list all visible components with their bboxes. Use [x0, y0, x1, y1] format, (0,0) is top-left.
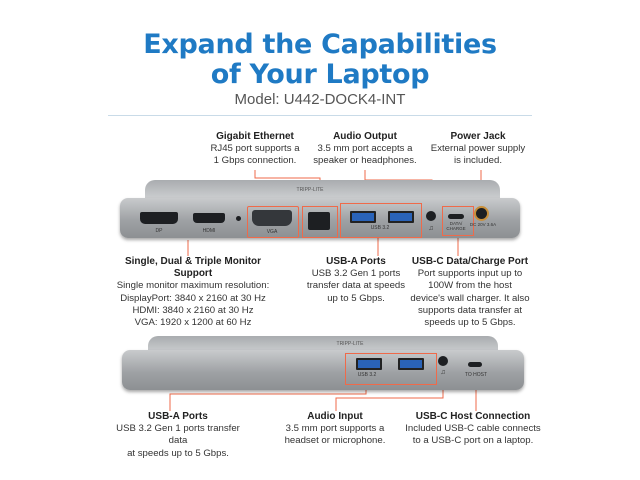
callout-title: USB-C Data/Charge Port: [411, 256, 529, 267]
hdmi-port: [193, 213, 225, 223]
callout-line: is included.: [454, 155, 502, 167]
callout-title: USB-C Host Connection: [415, 411, 531, 422]
audio-output-jack: [426, 211, 436, 221]
callout-monitor-support: Single, Dual & Triple Monitor Support Si…: [108, 256, 278, 329]
front-usba-port-1: [356, 358, 382, 370]
dock-top-surface: [145, 180, 500, 200]
callout-line: device's wall charger. It also: [410, 292, 530, 304]
displayport-port: [140, 212, 178, 224]
callout-line: speaker or headphones.: [313, 155, 417, 167]
usba-port-1: [350, 211, 376, 223]
usbc-highlight: [442, 206, 474, 236]
callout-title: USB-A Ports: [148, 411, 208, 422]
usba-port-2: [388, 211, 414, 223]
callout-line: to a USB-C port on a laptop.: [412, 435, 534, 447]
audio-input-jack: [438, 356, 448, 366]
dock-front-top-surface: [148, 336, 498, 354]
callout-line: DisplayPort: 3840 x 2160 at 30 Hz: [120, 292, 266, 304]
callout-gigabit-ethernet: Gigabit Ethernet RJ45 port supports a 1 …: [200, 131, 310, 168]
port-label-dc: DC 20V 3.6A: [469, 222, 497, 227]
model-number: Model: U442-DOCK4-INT: [234, 91, 406, 108]
front-usba-highlight: [345, 353, 437, 385]
port-label-data-charge: DATA/ CHARGE: [446, 221, 466, 231]
callout-line: headset or microphone.: [284, 435, 386, 447]
callout-line: speeds up to 5 Gbps.: [424, 317, 516, 329]
callout-line: 100W from the host: [428, 280, 512, 292]
callout-line: USB 3.2 Gen 1 ports transfer data: [116, 423, 240, 447]
monitor-ports-highlight: [247, 206, 299, 238]
callout-audio-output: Audio Output 3.5 mm port accepts a speak…: [305, 131, 425, 168]
dock-front-panel: [122, 350, 524, 390]
port-label-dp: DP: [155, 228, 163, 234]
headline-line-1: Expand the Capabilities: [143, 29, 497, 60]
callout-usbc-data-charge: USB-C Data/Charge Port Port supports inp…: [400, 256, 540, 329]
callout-line: VGA: 1920 x 1200 at 60 Hz: [134, 317, 252, 329]
callout-title: Audio Input: [307, 411, 363, 422]
front-port-label-usb32: USB 3.2: [357, 372, 377, 378]
callout-usbc-host: USB-C Host Connection Included USB-C cab…: [398, 411, 548, 448]
callout-power-jack: Power Jack External power supply is incl…: [418, 131, 538, 168]
callout-line: supports data transfer at: [418, 304, 522, 316]
callout-title: Audio Output: [333, 131, 397, 142]
callout-line: 1 Gbps connection.: [213, 155, 297, 167]
callout-title: Single, Dual & Triple Monitor Support: [124, 256, 262, 280]
callout-line: RJ45 port supports a: [210, 143, 300, 155]
usba-highlight: [340, 203, 422, 238]
brand-logo-front: TRIPP-LITE: [336, 341, 364, 347]
callout-line: External power supply: [430, 143, 526, 155]
callout-line: transfer data at speeds: [306, 280, 406, 292]
callout-title: Gigabit Ethernet: [216, 131, 294, 142]
callout-line: at speeds up to 5 Gbps.: [127, 447, 229, 459]
usbc-host-port: [468, 362, 482, 367]
headline-line-2: of Your Laptop: [210, 59, 430, 90]
callout-usba-ports-rear: USB-A Ports USB 3.2 Gen 1 ports transfer…: [296, 256, 416, 305]
callout-line: Port supports input up to: [417, 268, 523, 280]
callout-title: Power Jack: [450, 131, 506, 142]
screw-hole: [236, 216, 241, 221]
divider: [108, 115, 532, 116]
usbc-charge-port: [448, 214, 464, 219]
callout-line: 3.5 mm port accepts a: [317, 143, 413, 155]
callout-line: 3.5 mm port supports a: [285, 423, 385, 435]
callout-title: USB-A Ports: [326, 256, 386, 267]
port-label-to-host: TO HOST: [464, 372, 488, 378]
callout-line: HDMI: 3840 x 2160 at 30 Hz: [132, 304, 254, 316]
callout-line: Included USB-C cable connects: [405, 423, 541, 435]
callout-line: Single monitor maximum resolution:: [116, 280, 270, 292]
vga-port: [252, 210, 292, 226]
port-label-vga: VGA: [266, 229, 278, 235]
port-label-usb32: USB 3.2: [370, 225, 390, 231]
callout-line: USB 3.2 Gen 1 ports: [311, 268, 401, 280]
callout-line: up to 5 Gbps.: [327, 292, 385, 304]
brand-logo: TRIPP-LITE: [296, 187, 324, 193]
callout-usba-ports-front: USB-A Ports USB 3.2 Gen 1 ports transfer…: [108, 411, 248, 460]
front-usba-port-2: [398, 358, 424, 370]
ethernet-highlight: [302, 206, 338, 238]
headphone-icon: ♫: [428, 225, 434, 232]
headset-icon: ♫: [440, 369, 446, 376]
callout-audio-input: Audio Input 3.5 mm port supports a heads…: [270, 411, 400, 448]
port-label-hdmi: HDMI: [202, 228, 216, 234]
power-jack: [476, 208, 487, 219]
ethernet-port: [308, 212, 330, 230]
